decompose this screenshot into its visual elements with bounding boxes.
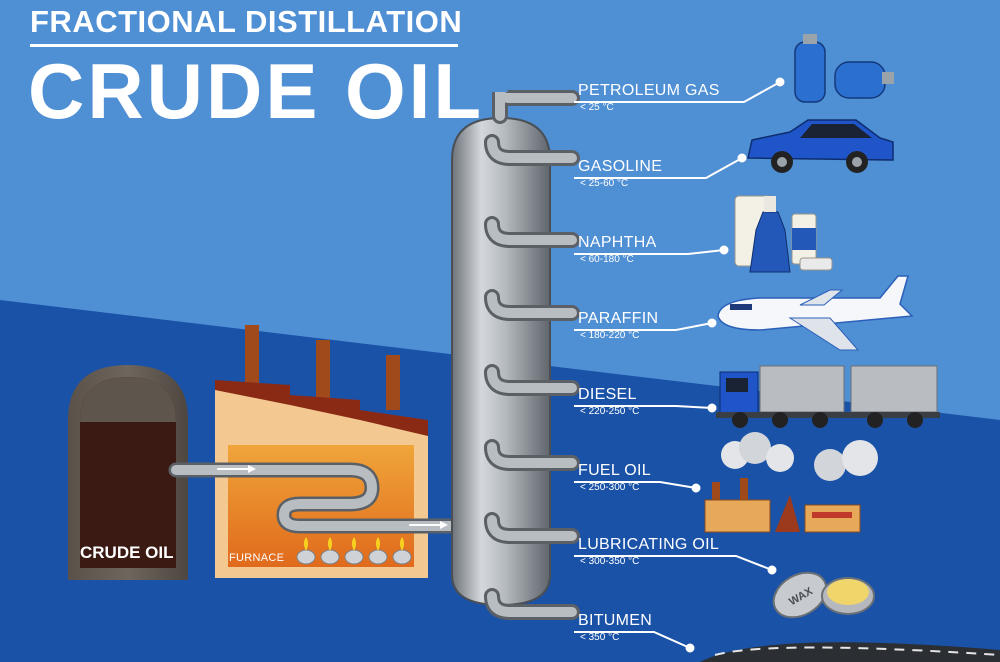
fraction-pipe bbox=[487, 442, 577, 468]
leader-dot bbox=[691, 483, 701, 493]
fraction-name: BITUMEN bbox=[578, 612, 653, 629]
leader-dot bbox=[707, 318, 717, 328]
fraction-temp: < 350 °C bbox=[580, 632, 620, 643]
fraction-label-lubricating-oil: LUBRICATING OIL < 300-350 °C bbox=[578, 536, 719, 568]
leader-line bbox=[574, 81, 781, 103]
leader-dot bbox=[685, 643, 695, 653]
factory-smoke-icon bbox=[704, 432, 878, 533]
fraction-name: DIESEL bbox=[578, 386, 637, 403]
fraction-pipe bbox=[487, 515, 577, 541]
diagram-title: CRUDE OIL bbox=[28, 47, 484, 135]
fraction-pipe bbox=[487, 137, 577, 163]
road-icon bbox=[700, 642, 1000, 662]
leader-lines bbox=[574, 77, 785, 653]
fraction-pipe bbox=[487, 591, 577, 617]
gas-cylinder-icon bbox=[794, 34, 894, 103]
title-underline bbox=[30, 44, 458, 47]
fraction-temp: < 300-350 °C bbox=[580, 556, 640, 567]
car-icon bbox=[747, 119, 894, 173]
fraction-temp: < 250-300 °C bbox=[580, 482, 640, 493]
fraction-name: GASOLINE bbox=[578, 158, 663, 175]
fraction-name: FUEL OIL bbox=[578, 462, 651, 479]
leader-line bbox=[574, 249, 725, 255]
furnace-building bbox=[215, 325, 428, 578]
burner-flames bbox=[296, 549, 412, 565]
fraction-temp: < 25 °C bbox=[580, 102, 614, 113]
leader-dot bbox=[719, 245, 729, 255]
leader-line bbox=[574, 555, 773, 571]
feed-pipe bbox=[168, 462, 463, 534]
leader-dot bbox=[707, 403, 717, 413]
fraction-pipes bbox=[484, 89, 580, 620]
leader-line bbox=[574, 322, 713, 331]
leader-line bbox=[574, 157, 743, 179]
fraction-temp: < 220-250 °C bbox=[580, 406, 640, 417]
fraction-name: PETROLEUM GAS bbox=[578, 82, 720, 99]
fraction-pipe bbox=[487, 367, 577, 393]
leader-dot bbox=[737, 153, 747, 163]
fraction-pipe bbox=[495, 91, 577, 121]
crude-oil-tank bbox=[68, 365, 188, 580]
leader-line bbox=[574, 631, 691, 649]
diagram-subtitle: FRACTIONAL DISTILLATION bbox=[30, 4, 463, 39]
furnace-label: FURNACE bbox=[229, 552, 285, 564]
fraction-name: PARAFFIN bbox=[578, 310, 659, 327]
fraction-name: LUBRICATING OIL bbox=[578, 536, 720, 553]
truck-icon bbox=[716, 365, 940, 428]
leader-dot bbox=[767, 565, 777, 575]
fraction-pipe bbox=[487, 292, 577, 318]
airplane-icon bbox=[717, 275, 914, 351]
fraction-label-petroleum-gas: PETROLEUM GAS < 25 °C bbox=[578, 82, 720, 114]
crude-oil-tank-label: CRUDE OIL bbox=[80, 543, 174, 562]
wax-tin-icon: WAX bbox=[772, 571, 875, 619]
leader-line bbox=[574, 481, 697, 489]
leader-dot bbox=[775, 77, 785, 87]
fraction-temp: < 25-60 °C bbox=[580, 178, 629, 189]
fraction-temp: < 60-180 °C bbox=[580, 254, 634, 265]
fraction-label-gasoline: GASOLINE < 25-60 °C bbox=[578, 158, 662, 190]
fraction-name: NAPHTHA bbox=[578, 234, 657, 251]
leader-line bbox=[574, 405, 713, 409]
fraction-label-naphtha: NAPHTHA < 60-180 °C bbox=[578, 234, 657, 266]
fraction-label-bitumen: BITUMEN < 350 °C bbox=[578, 612, 652, 644]
fraction-label-fuel-oil: FUEL OIL < 250-300 °C bbox=[578, 462, 651, 494]
fraction-pipe bbox=[487, 219, 577, 245]
fraction-label-diesel: DIESEL < 220-250 °C bbox=[578, 386, 639, 418]
fraction-label-paraffin: PARAFFIN < 180-220 °C bbox=[578, 310, 658, 342]
fraction-temp: < 180-220 °C bbox=[580, 330, 640, 341]
solvent-bottles-icon bbox=[734, 195, 833, 273]
